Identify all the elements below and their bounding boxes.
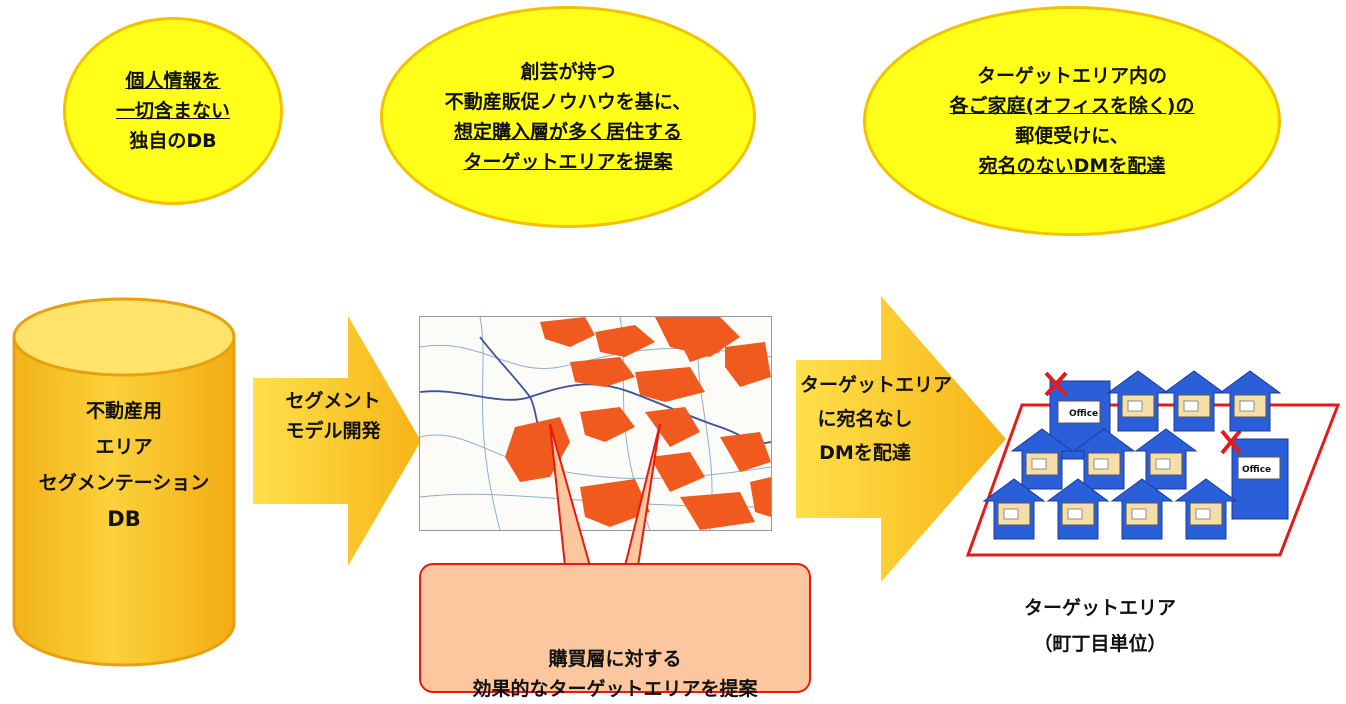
callout-line-1: 購買層に対する <box>548 648 682 670</box>
bubble-delivery-line-4: 宛名のないDMを配達 <box>978 155 1166 177</box>
callout-line-2: 効果的なターゲットエリアを提案 <box>472 678 758 700</box>
office-building-icon-2 <box>1220 429 1289 520</box>
database-label: 不動産用 エリア セグメンテーション DB <box>10 393 238 537</box>
office-label-b: Office <box>1242 465 1271 475</box>
bubble-delivery-line-3: 郵便受けに、 <box>1015 125 1129 147</box>
bubble-delivery-line-2: 各ご家庭(オフィスを除く)の <box>949 95 1195 117</box>
target-area-caption-line-1: ターゲットエリア <box>1023 597 1176 619</box>
bubble-privacy-line-3: 独自のDB <box>129 130 217 152</box>
bubble-privacy-line-2: 一切含まない <box>115 100 230 122</box>
office-label-a: Office <box>1069 409 1098 419</box>
segment-arrow-label: セグメント モデル開発 <box>258 386 408 446</box>
database-label-line-3: セグメンテーション <box>38 472 210 494</box>
delivery-arrow-line-1: ターゲットエリア <box>800 374 953 396</box>
bubble-delivery: ターゲットエリア内の 各ご家庭(オフィスを除く)の 郵便受けに、 宛名のないDM… <box>863 6 1281 236</box>
bubble-delivery-line-1: ターゲットエリア内の <box>976 65 1167 87</box>
segment-arrow <box>253 316 421 566</box>
delivery-arrow-line-3: DMを配達 <box>819 442 911 464</box>
delivery-arrow-line-2: に宛名なし <box>817 408 913 430</box>
delivery-arrow-label: ターゲットエリア に宛名なし DMを配達 <box>800 368 953 470</box>
bubble-proposal-line-1: 創芸が持つ <box>520 61 616 83</box>
database-label-line-2: エリア <box>95 436 153 458</box>
database-cylinder-icon <box>12 297 236 667</box>
bubble-privacy-line-1: 個人情報を <box>125 70 221 92</box>
segment-arrow-line-1: セグメント <box>285 390 381 412</box>
bubble-proposal-line-4: ターゲットエリアを提案 <box>463 151 673 173</box>
bubble-proposal-line-3: 想定購入層が多く居住する <box>453 121 682 143</box>
target-area-caption: ターゲットエリア （町丁目単位） <box>1010 590 1190 662</box>
target-area-caption-line-2: （町丁目単位） <box>1033 633 1167 655</box>
bubble-privacy: 個人情報を 一切含まない 独自のDB <box>63 17 283 205</box>
target-houses-illustration: Office Office <box>965 370 1341 557</box>
delivery-arrow <box>796 296 1006 582</box>
map-illustration <box>420 317 771 530</box>
callout-pointer <box>549 423 661 567</box>
database-label-line-4: DB <box>107 507 141 531</box>
segment-arrow-line-2: モデル開発 <box>285 420 381 442</box>
database-label-line-1: 不動産用 <box>85 400 162 422</box>
bubble-proposal-line-2: 不動産販促ノウハウを基に、 <box>444 91 692 113</box>
callout-box: 購買層に対する 効果的なターゲットエリアを提案 <box>419 563 811 700</box>
target-area-map <box>419 316 772 531</box>
bubble-proposal: 創芸が持つ 不動産販促ノウハウを基に、 想定購入層が多く居住する ターゲットエリ… <box>380 6 756 228</box>
